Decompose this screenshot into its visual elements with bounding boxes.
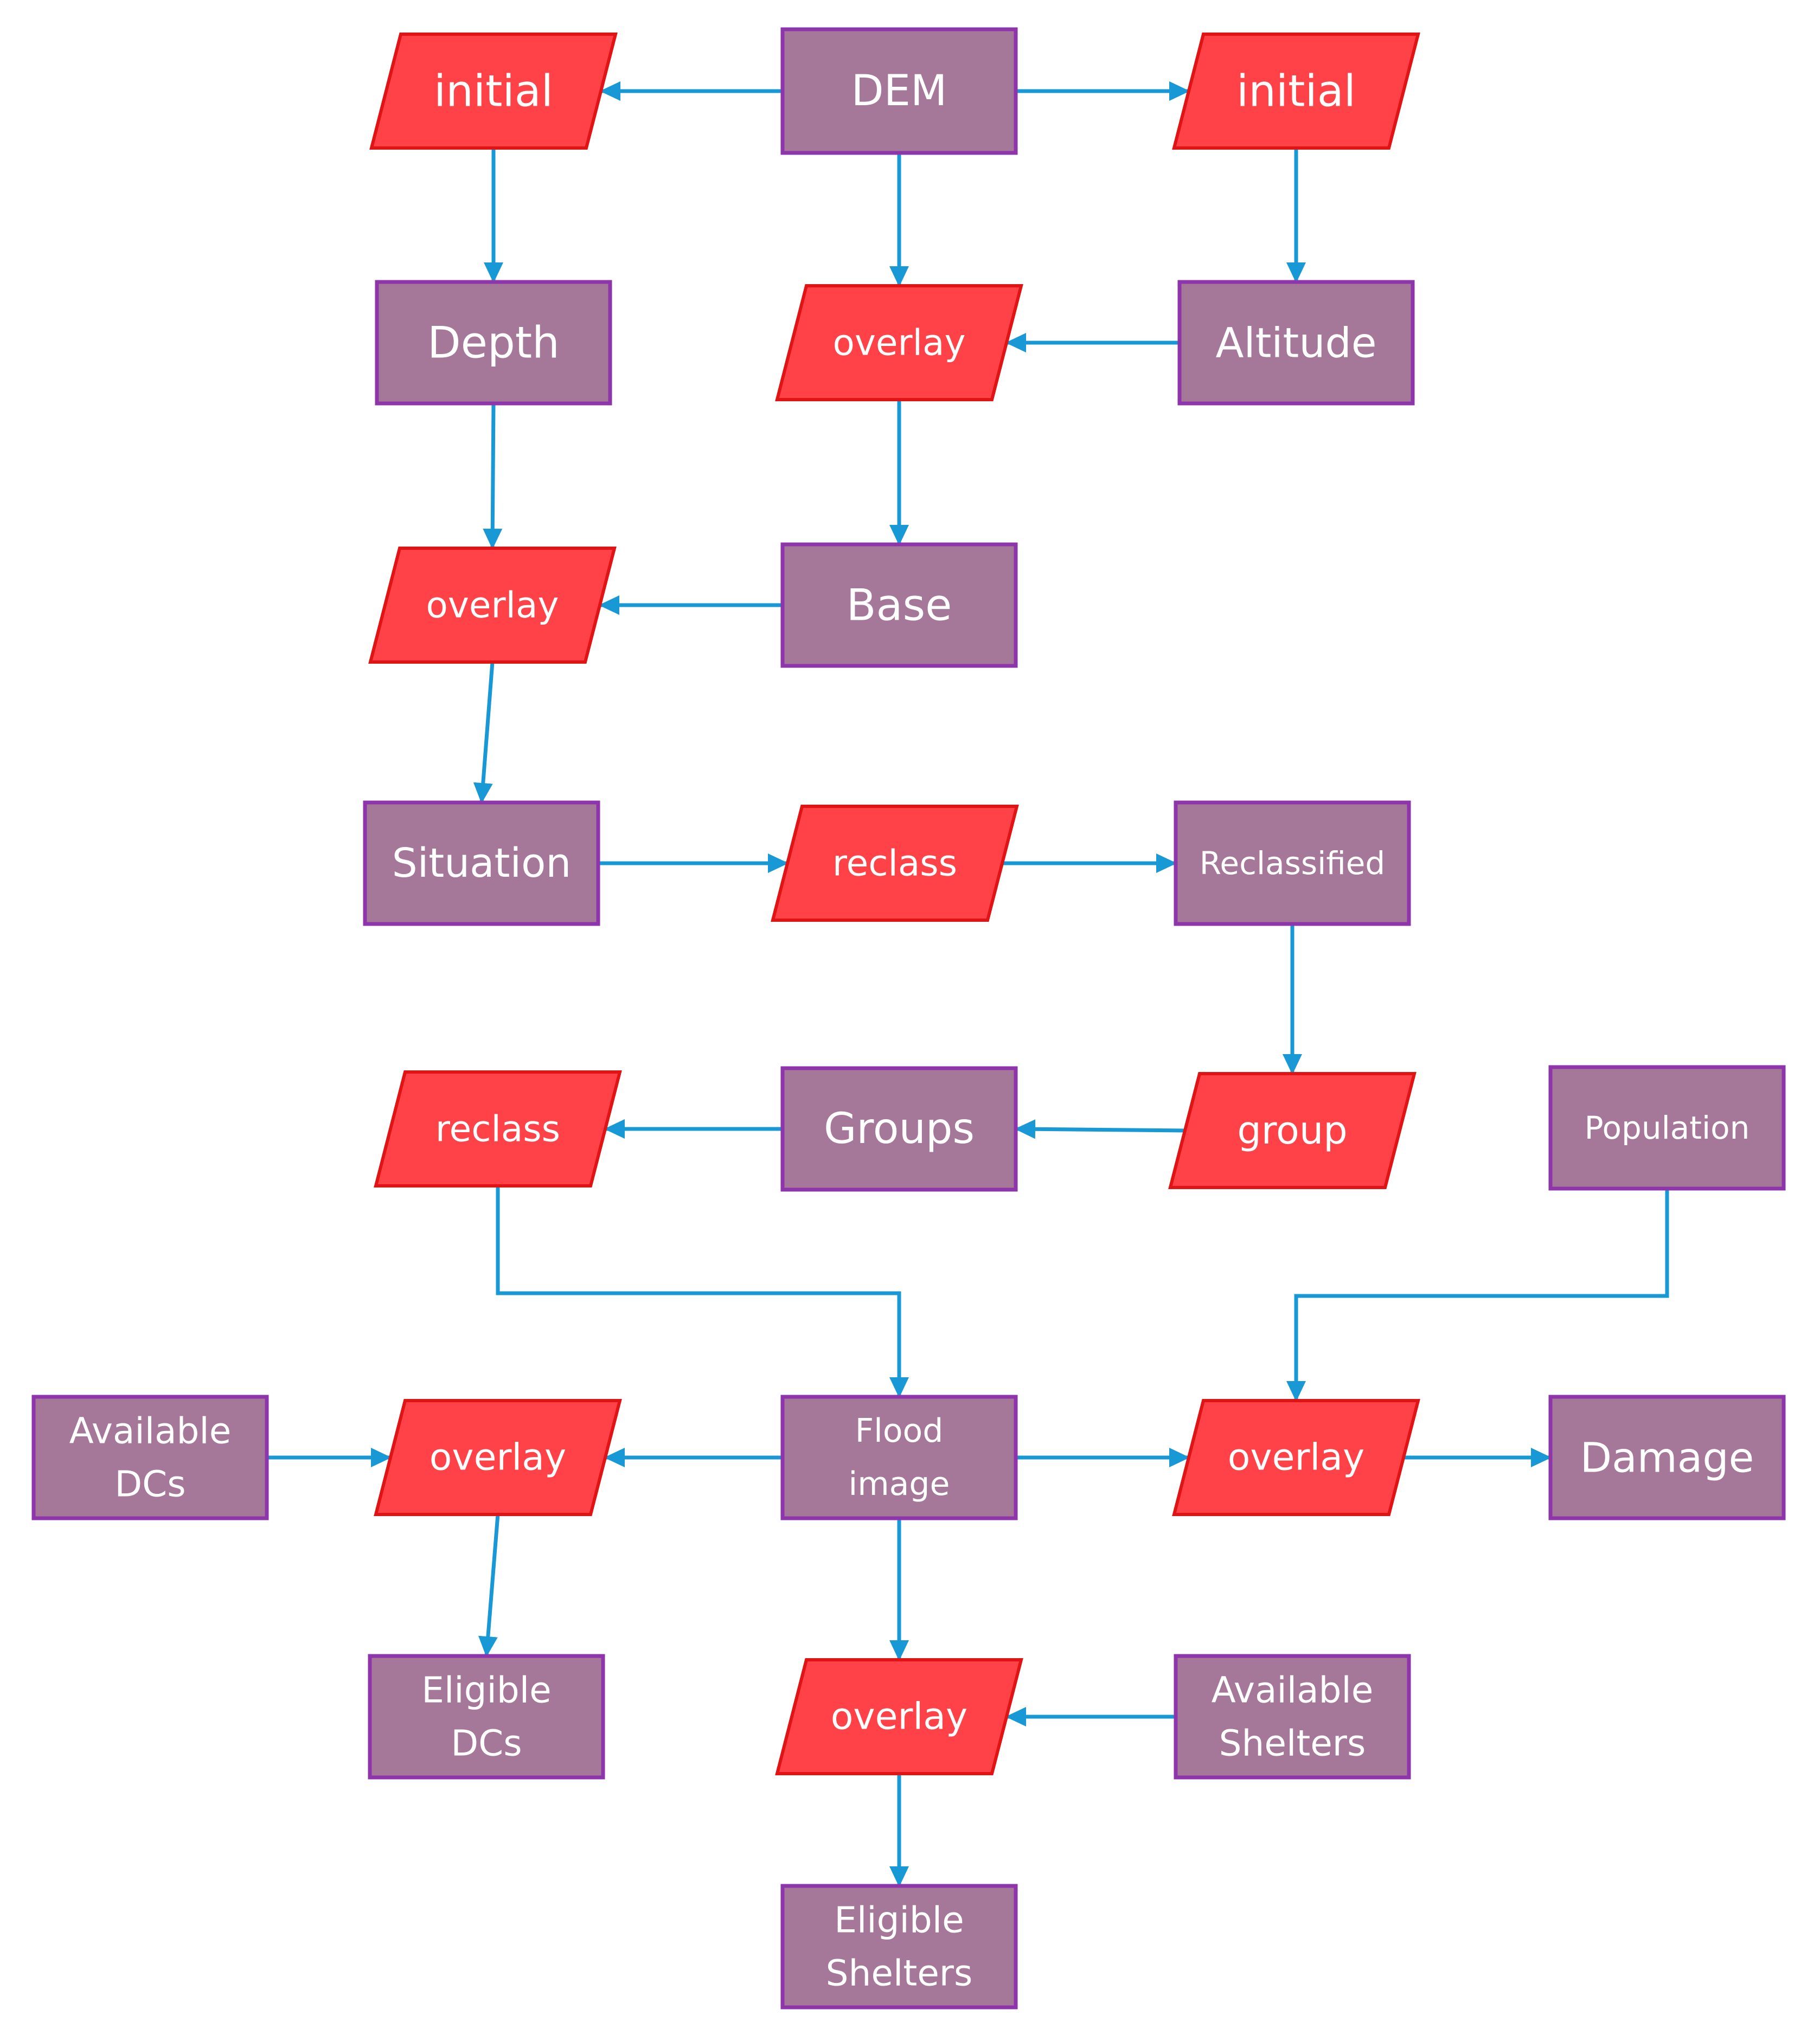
rectangle-shape xyxy=(31,1395,269,1520)
node-label: initial xyxy=(1236,66,1356,117)
arrow-depth-to-overlay-2 xyxy=(483,403,503,549)
node-label: group xyxy=(1237,1108,1347,1153)
parallelogram-shape xyxy=(775,1658,1023,1775)
node-label: DEM xyxy=(851,67,947,115)
operation-node-overlay-2: overlay xyxy=(368,547,617,664)
parallelogram-shape xyxy=(369,33,618,150)
data-node-damage: Damage xyxy=(1548,1395,1786,1520)
rectangle-shape xyxy=(368,1654,605,1780)
data-node-altitude: Altitude xyxy=(1177,280,1415,406)
arrow-overlay-2-to-situation xyxy=(473,662,495,804)
parallelogram-shape xyxy=(1168,1072,1417,1189)
node-label: reclass xyxy=(435,1108,560,1150)
node-label: initial xyxy=(434,66,553,117)
operation-node-overlay-4: overlay xyxy=(1172,1399,1420,1516)
operation-node-overlay-5: overlay xyxy=(775,1658,1023,1775)
node-label: Population xyxy=(1585,1109,1750,1146)
operation-node-group: group xyxy=(1168,1072,1417,1189)
node-label: overlay xyxy=(831,1696,967,1738)
node-label: reclass xyxy=(832,843,957,884)
rectangle-shape xyxy=(1174,1654,1411,1780)
parallelogram-shape xyxy=(775,284,1023,401)
node-label: overlay xyxy=(426,585,559,626)
parallelogram-shape xyxy=(368,547,617,664)
node-label: overlay xyxy=(430,1436,566,1479)
node-label: DCs xyxy=(114,1463,185,1505)
operation-node-reclass-1: reclass xyxy=(771,805,1019,922)
parallelogram-shape xyxy=(1172,33,1420,150)
rectangle-shape xyxy=(1548,1065,1786,1191)
rectangle-shape xyxy=(780,27,1018,155)
node-label: Depth xyxy=(427,318,560,368)
node-label: Altitude xyxy=(1216,319,1377,367)
edges xyxy=(267,81,1669,1887)
node-label: image xyxy=(849,1465,950,1503)
rectangle-shape xyxy=(363,800,600,926)
rectangle-shape xyxy=(780,1066,1018,1192)
data-node-reclassified: Reclassified xyxy=(1174,800,1411,926)
rectangle-shape xyxy=(780,1395,1018,1520)
data-node-base: Base xyxy=(780,542,1018,668)
rectangle-shape xyxy=(1177,280,1415,406)
node-label: Eligible xyxy=(834,1899,964,1941)
node-label: Available xyxy=(69,1410,232,1452)
node-label: overlay xyxy=(832,322,965,364)
data-node-dem: DEM xyxy=(780,27,1018,155)
operation-node-overlay-1: overlay xyxy=(775,284,1023,401)
operation-node-initial-right: initial xyxy=(1172,33,1420,150)
rectangle-shape xyxy=(1174,800,1411,926)
parallelogram-shape xyxy=(374,1070,622,1187)
operation-node-reclass-2: reclass xyxy=(374,1070,622,1187)
rectangle-shape xyxy=(375,280,612,406)
node-label: Reclassified xyxy=(1200,845,1386,882)
rectangle-shape xyxy=(780,542,1018,668)
node-label: Available xyxy=(1212,1670,1374,1711)
operation-node-overlay-3: overlay xyxy=(374,1399,622,1516)
node-label: Damage xyxy=(1580,1434,1754,1482)
node-label: Shelters xyxy=(826,1953,973,1994)
node-label: Base xyxy=(847,580,952,631)
rectangle-shape xyxy=(780,1884,1018,2010)
arrow-population-to-overlay-4 xyxy=(1286,1189,1669,1402)
node-label: Flood xyxy=(855,1412,944,1450)
data-node-groups: Groups xyxy=(780,1066,1018,1192)
data-node-situation: Situation xyxy=(363,800,600,926)
node-label: Shelters xyxy=(1219,1723,1366,1764)
rectangle-shape xyxy=(1548,1395,1786,1520)
node-label: Situation xyxy=(392,840,572,887)
data-node-flood-image: Flood image xyxy=(780,1395,1018,1520)
data-node-population: Population xyxy=(1548,1065,1786,1191)
parallelogram-shape xyxy=(1172,1399,1420,1516)
operation-node-initial-left: initial xyxy=(369,33,618,150)
parallelogram-shape xyxy=(374,1399,622,1516)
parallelogram-shape xyxy=(771,805,1019,922)
node-label: DCs xyxy=(451,1723,522,1764)
arrow-reclass-2-to-flood-image xyxy=(496,1186,909,1398)
node-label: Groups xyxy=(824,1105,975,1153)
node-label: Eligible xyxy=(421,1670,551,1711)
data-node-depth: Depth xyxy=(375,280,612,406)
arrow-overlay-3-to-eligible-dcs xyxy=(478,1514,500,1657)
node-label: overlay xyxy=(1228,1436,1364,1479)
arrow-group-to-groups xyxy=(1015,1119,1185,1139)
